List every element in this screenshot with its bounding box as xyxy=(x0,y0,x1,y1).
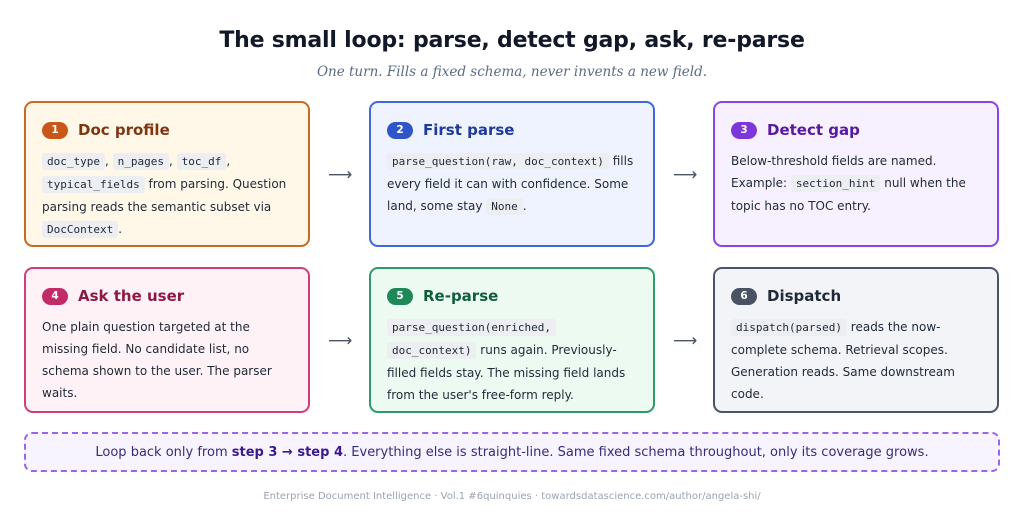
step-card-detect-gap: 3 Detect gap Below-threshold fields are … xyxy=(713,101,999,247)
arrow-right-icon: ⟶ xyxy=(673,165,698,185)
step-card-dispatch: 6 Dispatch dispatch(parsed) reads the no… xyxy=(713,267,999,413)
step-number-badge: 2 xyxy=(387,121,413,139)
code-parse-question: parse_question(raw, doc_context) xyxy=(387,153,609,170)
footer-credit: Enterprise Document Intelligence · Vol.1… xyxy=(263,491,761,502)
code-doccontext: DocContext xyxy=(42,221,119,238)
step-description: Below-threshold fields are named. Exampl… xyxy=(731,154,966,213)
code-dispatch: dispatch(parsed) xyxy=(731,319,847,336)
step-description: doc_type, n_pages, toc_df, typical_field… xyxy=(42,153,287,238)
step-card-re-parse: 5 Re-parse parse_question(enriched, doc_… xyxy=(369,267,655,413)
code-toc-df: toc_df xyxy=(176,153,227,170)
step-description: parse_question(enriched, doc_context) ru… xyxy=(387,319,626,402)
arrow-right-icon: ⟶ xyxy=(328,331,353,351)
diagram-subtitle: One turn. Fills a fixed schema, never in… xyxy=(316,64,708,80)
step-title: Detect gap xyxy=(767,121,860,139)
step-title: Dispatch xyxy=(767,287,842,305)
step-number-badge: 1 xyxy=(42,121,68,139)
code-section-hint: section_hint xyxy=(790,175,881,192)
step-description: parse_question(raw, doc_context) fills e… xyxy=(387,153,634,215)
step-number-badge: 6 xyxy=(731,287,757,305)
step-number-badge: 3 xyxy=(731,121,757,139)
step-card-doc-profile: 1 Doc profile doc_type, n_pages, toc_df,… xyxy=(24,101,310,247)
step-card-ask-user: 4 Ask the user One plain question target… xyxy=(24,267,310,413)
step-title: First parse xyxy=(423,121,515,139)
loop-note: Loop back only from step 3 → step 4. Eve… xyxy=(24,432,1000,472)
code-none: None xyxy=(486,198,523,215)
step-number-badge: 5 xyxy=(387,287,413,305)
code-doc-type: doc_type xyxy=(42,153,105,170)
arrow-right-icon: ⟶ xyxy=(673,331,698,351)
code-typical-fields: typical_fields xyxy=(42,176,145,193)
step-title: Doc profile xyxy=(78,121,170,139)
step-title: Re-parse xyxy=(423,287,499,305)
step-card-first-parse: 2 First parse parse_question(raw, doc_co… xyxy=(369,101,655,247)
step-title: Ask the user xyxy=(78,287,185,305)
note-step-4: step 4 xyxy=(297,444,344,460)
code-n-pages: n_pages xyxy=(112,153,169,170)
step-description: dispatch(parsed) reads the now-complete … xyxy=(731,319,955,401)
step-description: One plain question targeted at the missi… xyxy=(42,320,272,400)
note-step-3: step 3 xyxy=(231,444,278,460)
step-number-badge: 4 xyxy=(42,287,68,305)
diagram-title: The small loop: parse, detect gap, ask, … xyxy=(219,28,805,53)
code-parse-question-enriched: parse_question(enriched, xyxy=(387,319,556,336)
code-doc-context: doc_context) xyxy=(387,342,477,359)
arrow-right-icon: ⟶ xyxy=(328,165,353,185)
